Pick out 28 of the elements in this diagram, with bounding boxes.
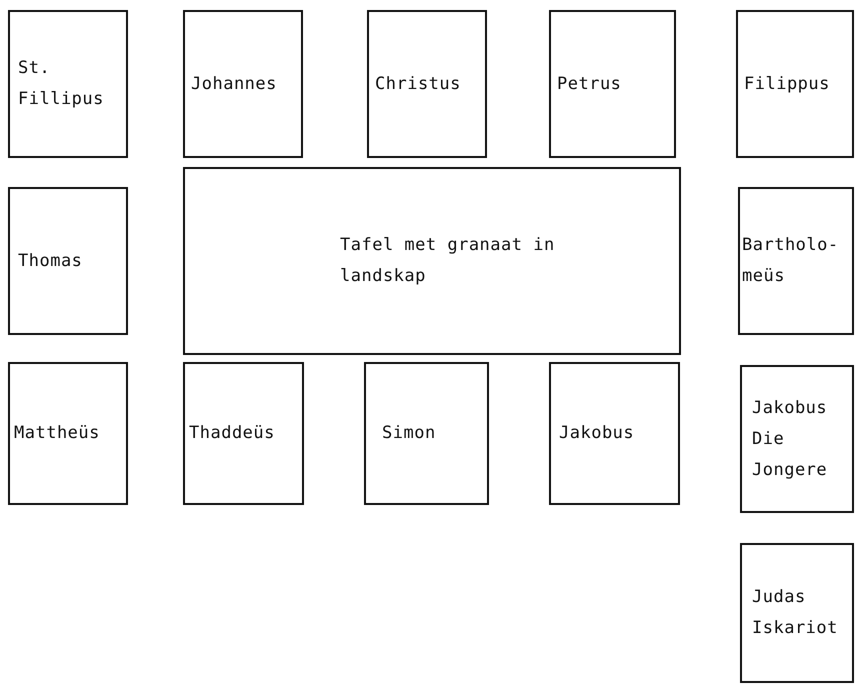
panel-title: Petrus	[557, 72, 622, 96]
panel-box	[740, 543, 854, 683]
panel-title: Thomas	[18, 250, 82, 272]
panel-box	[183, 10, 303, 158]
panel-box	[736, 10, 854, 158]
panel-box	[8, 187, 128, 335]
panel-title: Judas Iskariot	[752, 586, 837, 640]
panel-title: Tafel met granaat in landskap	[340, 234, 556, 288]
panel-title: Simon	[382, 422, 436, 445]
panel-title: Jakobus	[559, 422, 634, 445]
panel-title: Christus	[375, 72, 461, 96]
panel-box	[549, 362, 680, 505]
panel-box	[740, 365, 854, 513]
panel-title: Mattheüs	[14, 422, 100, 445]
panel-box	[8, 362, 128, 505]
panel-title: Filippus	[744, 72, 830, 96]
panel-box	[367, 10, 487, 158]
panel-box	[8, 10, 128, 158]
panel-box	[738, 187, 854, 335]
panel-box	[183, 167, 681, 355]
panel-title: Bartholo- meüs	[742, 234, 840, 288]
panel-title: Johannes	[191, 72, 277, 96]
panel-box	[364, 362, 489, 505]
panel-box	[549, 10, 676, 158]
panel-title: Jakobus Die Jongere	[752, 396, 828, 482]
panel-box	[183, 362, 304, 505]
panel-title: Thaddeüs	[189, 422, 275, 445]
panel-title: St. Fillipus	[18, 57, 105, 111]
